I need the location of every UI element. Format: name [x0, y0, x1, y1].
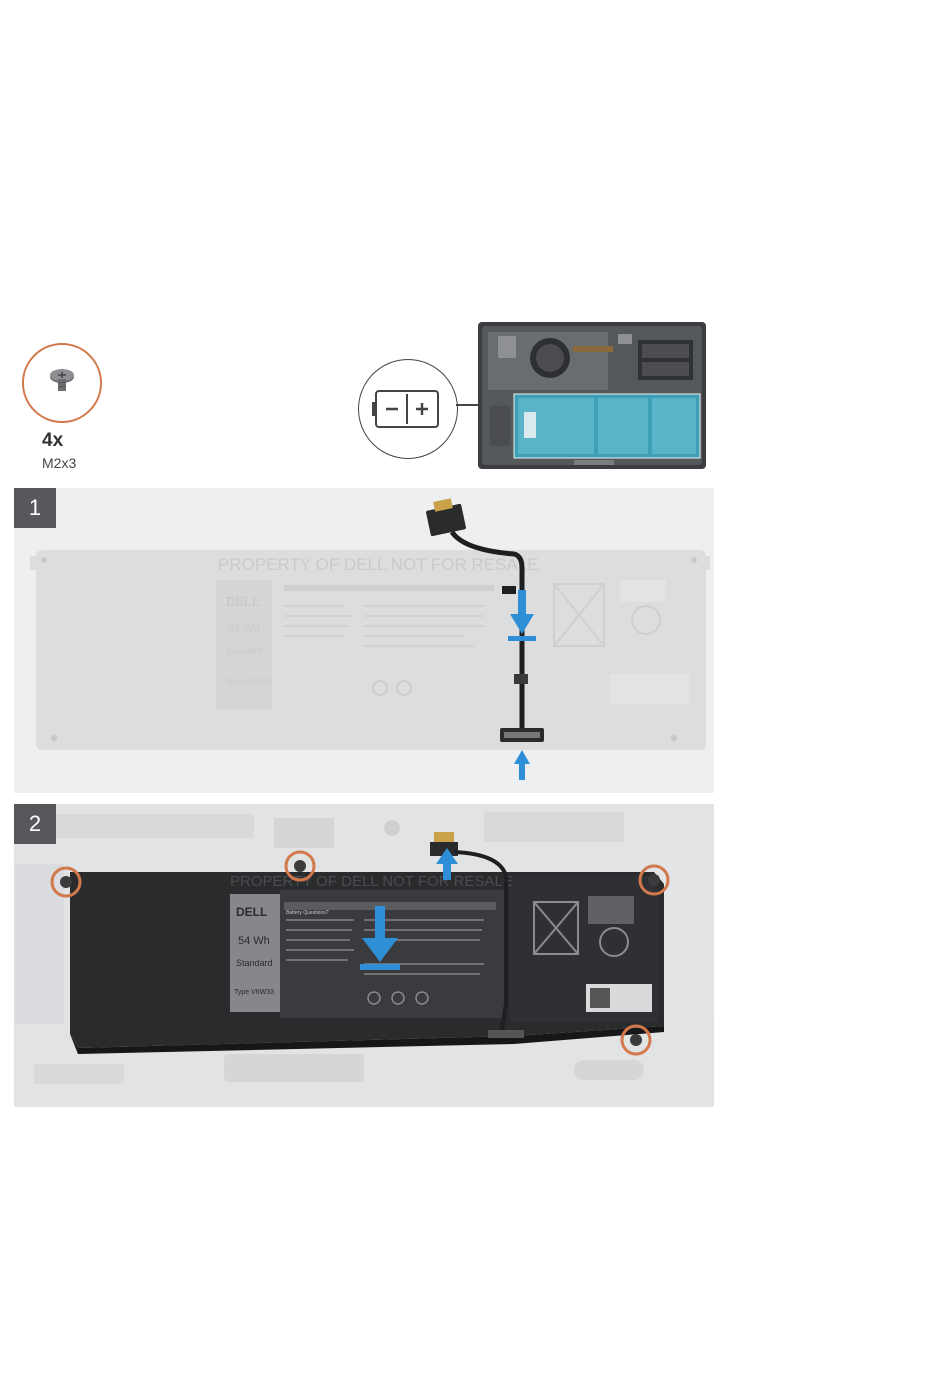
- battery-capacity: 54 Wh: [238, 935, 270, 947]
- laptop-overview-image: [478, 322, 706, 469]
- step-1-panel: PROPERTY OF DELL NOT FOR RESALE DELL 54 …: [14, 488, 714, 793]
- battery-type: Type V6W33: [224, 677, 270, 686]
- arrow-up-icon: [514, 750, 530, 780]
- battery-icon: [359, 360, 457, 458]
- battery-grade: Standard: [226, 646, 263, 656]
- screw-type: M2x3: [42, 455, 76, 471]
- battery-type: Type V6W33: [234, 989, 274, 996]
- battery-brand: DELL: [236, 905, 267, 919]
- battery-brand: DELL: [226, 594, 260, 609]
- battery-questions-label: Battery Questions?: [286, 910, 329, 916]
- watermark-text: PROPERTY OF DELL NOT FOR RESALE: [230, 873, 513, 890]
- screw-count: 4x: [42, 430, 63, 452]
- screw-icon: [24, 345, 100, 421]
- watermark-text: PROPERTY OF DELL NOT FOR RESALE: [218, 555, 539, 574]
- step-1-illustration: PROPERTY OF DELL NOT FOR RESALE DELL 54 …: [14, 488, 714, 793]
- step-2-illustration: PROPERTY OF DELL NOT FOR RESALE DELL 54 …: [14, 804, 714, 1107]
- battery-grade: Standard: [236, 958, 273, 968]
- screw-callout: [22, 343, 102, 423]
- step-number-badge: 2: [14, 804, 56, 844]
- battery-symbol-callout: [358, 359, 458, 459]
- battery-capacity: 54 Wh: [228, 623, 260, 635]
- step-2-panel: PROPERTY OF DELL NOT FOR RESALE DELL 54 …: [14, 804, 714, 1107]
- step-number-badge: 1: [14, 488, 56, 528]
